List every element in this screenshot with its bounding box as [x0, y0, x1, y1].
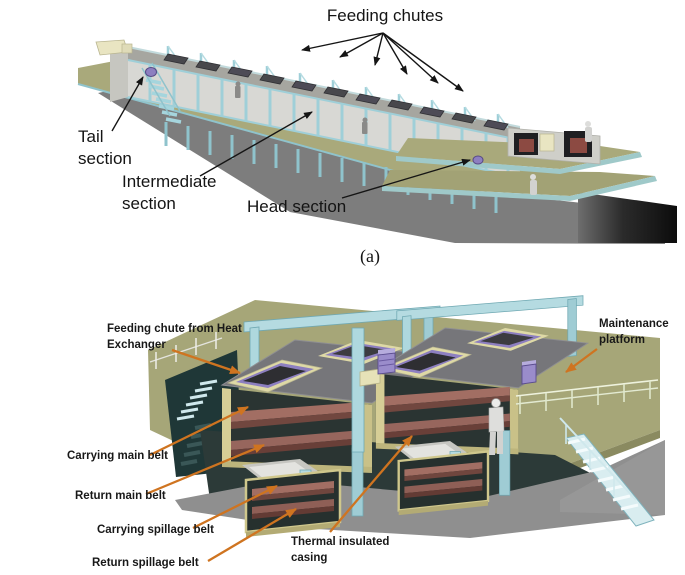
- feeding-chutes-row: [163, 53, 509, 131]
- label-maintenance-platform: Maintenance platform: [599, 318, 669, 346]
- arrow-feeding-chute-3: [373, 32, 384, 66]
- concrete-pillar: [578, 192, 677, 243]
- head-section-end: [507, 121, 601, 195]
- right-stairs: [559, 417, 655, 527]
- arrow-feeding-chute-6: [382, 32, 464, 92]
- motor: [377, 352, 396, 375]
- arrow-intermediate-section: [199, 111, 313, 177]
- label-head-section: Head section: [247, 197, 347, 216]
- right-railing: [515, 379, 659, 414]
- casing-roof: [128, 47, 520, 140]
- head-platform-lower-edge: [382, 176, 657, 201]
- label-return-spillage-belt: Return spillage belt: [92, 557, 199, 569]
- label-tail-section: Tail section: [78, 127, 132, 169]
- carrying-main-belt: [231, 402, 363, 422]
- arrow-return-spillage-belt: [207, 508, 297, 562]
- panel-a-machine: [77, 32, 677, 244]
- motor: [521, 363, 537, 385]
- arrow-carrying-main-belt: [149, 405, 249, 457]
- panel-b-arrows: [145, 348, 598, 562]
- label-thermal-insulated-casing: Thermal insulated casing: [291, 536, 390, 564]
- arrow-feeding-chute-4: [382, 32, 408, 75]
- human-silhouettes-a: [235, 81, 368, 134]
- panel-b-machine: [145, 294, 665, 562]
- arrow-feeding-chute-hx: [171, 348, 241, 375]
- head-drive-motor: [472, 155, 484, 165]
- head-platform-upper-edge: [396, 152, 642, 174]
- left-railing: [149, 332, 223, 369]
- conveyor-module: [220, 305, 447, 537]
- casing-tail-end-wall: [110, 47, 128, 102]
- tail-hood-box: [121, 43, 133, 54]
- arrow-feeding-chute-5: [382, 32, 439, 84]
- label-feeding-chute-heat-exchanger: Feeding chute from Heat Exchanger: [107, 323, 242, 351]
- platform-front-edge: [552, 430, 660, 477]
- arrow-maintenance-platform: [565, 348, 598, 373]
- panel-a-arrows: [111, 32, 471, 199]
- return-spillage-belt: [252, 499, 334, 514]
- human-figure: [488, 398, 505, 455]
- center-column: [351, 327, 365, 453]
- casing-cut-edge-right: [363, 404, 372, 468]
- arrow-tail-section: [111, 76, 144, 132]
- roof-far-rail: [127, 46, 521, 128]
- label-intermediate-section: Intermediate section: [122, 172, 217, 214]
- arrow-thermal-casing: [329, 435, 413, 533]
- arrow-feeding-chute-1: [301, 32, 384, 52]
- arrow-return-main-belt: [145, 443, 265, 496]
- front-chute-opening: [243, 366, 306, 385]
- label-carrying-spillage-belt: Carrying spillage belt: [97, 524, 214, 536]
- roof-near-rail: [127, 59, 521, 141]
- label-return-main-belt: Return main belt: [75, 490, 166, 502]
- junction-box: [359, 368, 381, 387]
- drive-motors: [359, 348, 537, 387]
- spillage-box-sill: [246, 522, 340, 537]
- label-carrying-main-belt: Carrying main belt: [67, 450, 168, 462]
- caption-panel-a: (a): [360, 246, 380, 266]
- carrying-main-belt-edge: [231, 411, 363, 429]
- arrow-head-section: [341, 158, 471, 199]
- arrow-carrying-spillage-belt: [192, 484, 278, 530]
- arrow-feeding-chute-2: [339, 32, 384, 58]
- head-platform-lower: [382, 170, 655, 196]
- casing-cut-edge-left: [222, 388, 231, 462]
- carrying-spillage-belt-edge: [252, 488, 334, 501]
- tail-drive-motor: [145, 67, 157, 77]
- motor-fins: [378, 358, 395, 367]
- label-feeding-chutes: Feeding chutes: [326, 6, 444, 25]
